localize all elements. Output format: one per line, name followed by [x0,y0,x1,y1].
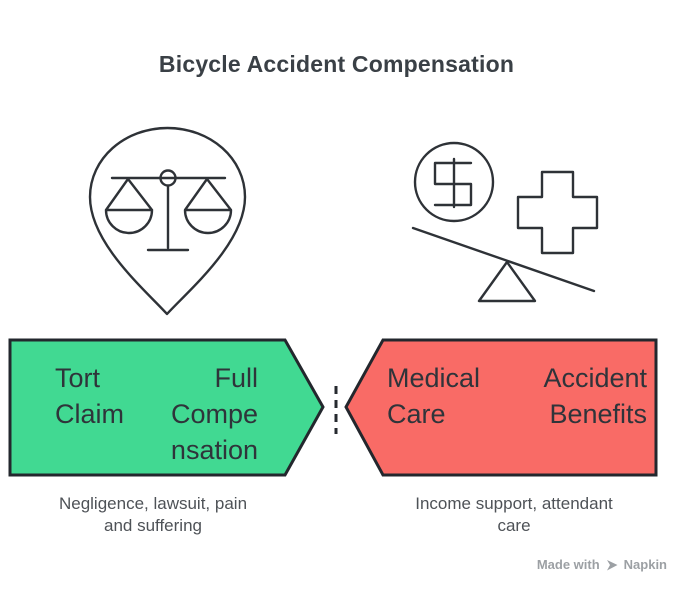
dashed-divider-line [334,386,338,434]
dollar-coin-icon [413,141,495,223]
accident-benefits-caption: Income support, attendant care [415,494,613,535]
medical-care-label: Medical Care [387,363,481,429]
accident-benefits-label: Accident Benefits [543,363,647,429]
red-arrow-shape [344,338,658,477]
tort-claim-label: Tort Claim [55,363,125,429]
made-with-text: Made with [536,557,600,572]
tort-claim-arrow: Tort Claim Full Compe nsation [8,338,328,478]
justice-scales-pin-icon [88,126,247,316]
napkin-brand-text: Napkin [623,557,667,572]
napkin-logo-icon [606,559,618,570]
full-compensation-label: Full Compe nsation [170,363,258,465]
medical-cross-icon [516,170,599,255]
accident-benefits-arrow: Medical Care Accident Benefits [342,338,664,478]
made-with-napkin-watermark: Made with Napkin [537,557,667,572]
tort-claim-caption: Negligence, lawsuit, pain and suffering [58,494,248,535]
page-title: Bicycle Accident Compensation [158,51,515,77]
seesaw-icon [411,226,596,303]
green-arrow-shape [8,338,325,477]
money-vs-care-balance-icon [411,141,599,303]
